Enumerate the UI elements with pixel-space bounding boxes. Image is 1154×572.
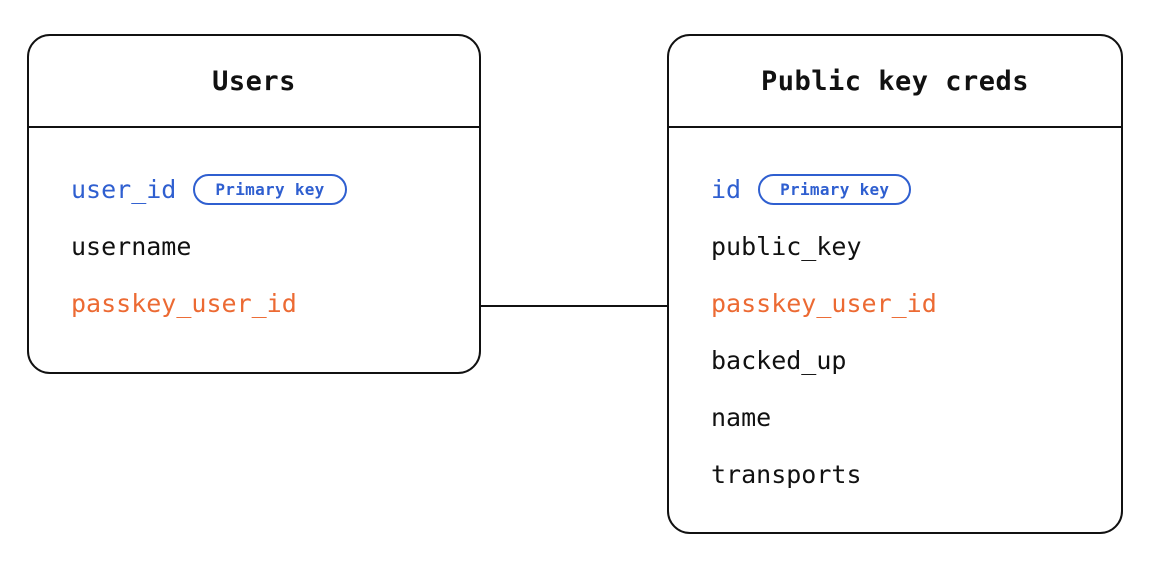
field-row[interactable]: name [669, 389, 1121, 446]
primary-key-badge-label: Primary key [215, 179, 325, 199]
field-name: passkey_user_id [71, 289, 297, 318]
field-name: public_key [711, 232, 862, 261]
entity-title: Users [212, 65, 296, 97]
field-name: transports [711, 460, 862, 489]
entity-table-users[interactable]: Users user_id Primary key username passkey_u… [27, 34, 481, 374]
entity-field-list: user_id Primary key username passkey_user_i… [29, 128, 479, 332]
field-name: username [71, 232, 192, 261]
field-row[interactable]: transports [669, 446, 1121, 503]
primary-key-badge-label: Primary key [780, 179, 890, 199]
field-name: name [711, 403, 772, 432]
entity-header: Public key creds [669, 36, 1121, 128]
field-name: passkey_user_id [711, 289, 937, 318]
entity-title: Public key creds [760, 65, 1030, 97]
field-name: id [711, 175, 742, 204]
field-row[interactable]: passkey_user_id [669, 275, 1121, 332]
field-row[interactable]: public_key [669, 218, 1121, 275]
field-name: user_id [71, 175, 177, 204]
field-row[interactable]: backed_up [669, 332, 1121, 389]
primary-key-badge: Primary key [193, 174, 347, 205]
primary-key-badge: Primary key [758, 174, 912, 205]
field-row[interactable]: id Primary key [669, 161, 1121, 218]
field-row[interactable]: username [29, 218, 479, 275]
relationship-connector [479, 305, 669, 307]
field-name: backed_up [711, 346, 847, 375]
field-row[interactable]: passkey_user_id [29, 275, 479, 332]
field-row[interactable]: user_id Primary key [29, 161, 479, 218]
entity-header: Users [29, 36, 479, 128]
